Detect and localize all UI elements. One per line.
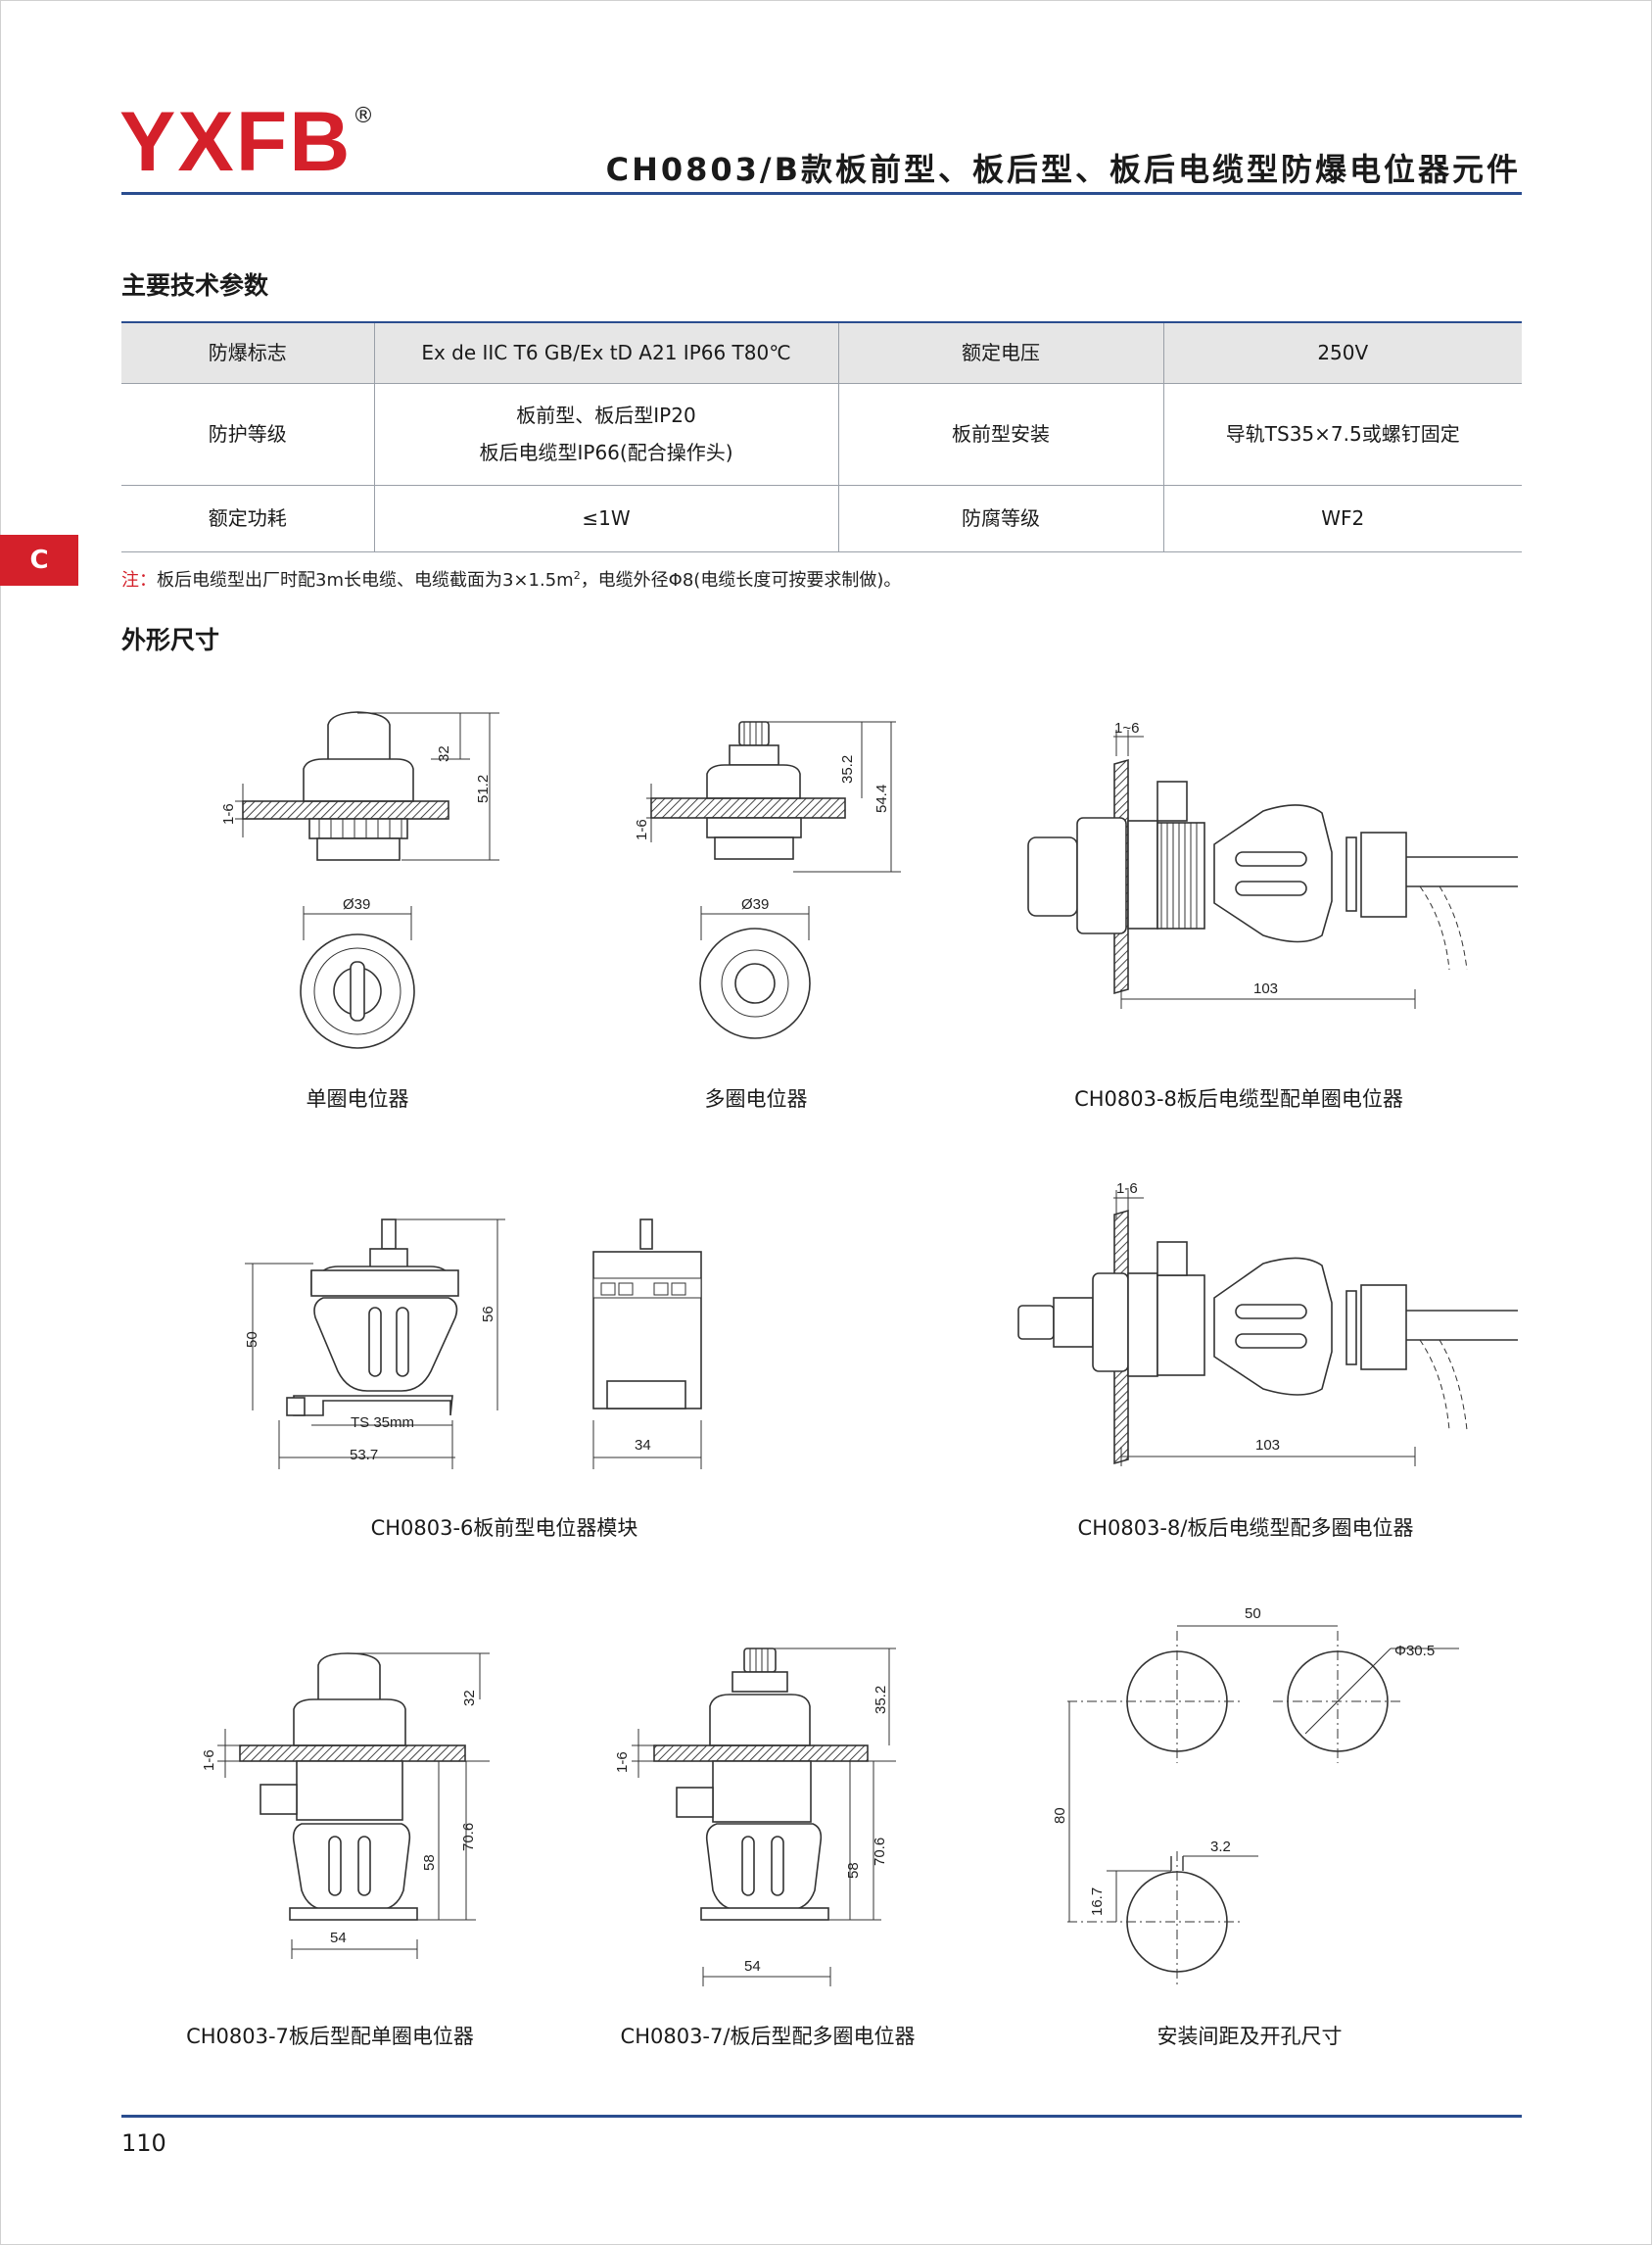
dim-label: 35.2 [873,1686,889,1714]
dim-label: Ø39 [741,896,769,913]
dim-label: 1-6 [1116,1180,1138,1197]
figure-caption: 安装间距及开孔尺寸 [1156,2025,1343,2048]
header-rule [121,192,1522,195]
dim-label: 54.4 [873,785,890,813]
figure-caption: 多圈电位器 [704,1087,808,1111]
table-cell-line: 板前型、板后型IP20 [516,404,696,427]
page-number: 110 [121,2129,166,2157]
brand-logo: YXFB [119,95,353,189]
figure-caption: CH0803-7/板后型配多圈电位器 [620,2025,916,2048]
rear-cable-multi-drawing [1017,1190,1518,1466]
dim-label: 3.2 [1210,1839,1231,1855]
note-text: 板后电缆型出厂时配3m长电缆、电缆截面为3×1.5m [157,570,574,591]
table-cell: 导轨TS35×7.5或螺钉固定 [1162,383,1522,485]
dim-label: 1-6 [201,1749,217,1771]
table-cell: 防护等级 [208,422,287,446]
rear-single-drawing [217,1652,490,1959]
table-cell-line: 板后电缆型IP66(配合操作头) [479,441,733,464]
dim-label: 32 [436,745,452,762]
dim-label: 58 [845,1862,862,1879]
single-turn-drawing [235,711,499,1049]
dim-label: 1-6 [220,803,237,825]
table-cell: 板前型、板后型IP20 板后电缆型IP66(配合操作头) [373,383,838,485]
dim-label: 80 [1052,1807,1068,1824]
table-row: 额定功耗 ≤1W 防腐等级 WF2 [121,485,1522,551]
dim-label: 103 [1253,980,1278,997]
table-cell: 板前型安装 [837,383,1163,485]
spec-table: 防爆标志 Ex de IIC T6 GB/Ex tD A21 IP66 T80℃… [121,321,1522,552]
dim-label: 51.2 [475,775,492,803]
table-row: 防护等级 板前型、板后型IP20 板后电缆型IP66(配合操作头) 板前型安装 … [121,383,1522,485]
figure-caption: 单圈电位器 [306,1087,409,1111]
dim-label: TS 35mm [351,1414,414,1431]
page-title: CH0803/B款板前型、板后型、板后电缆型防爆电位器元件 [605,151,1521,188]
dim-label: 54 [744,1958,761,1975]
dim-label: 56 [480,1306,496,1322]
table-note: 注：板后电缆型出厂时配3m长电缆、电缆截面为3×1.5m2，电缆外径Φ8(电缆长… [121,566,901,592]
dim-label: Φ30.5 [1394,1643,1435,1659]
table-cell: 250V [1162,322,1522,383]
table-cell: 防腐等级 [837,485,1163,551]
rear-multi-drawing [632,1648,896,1986]
dim-label: 1-6 [634,819,650,840]
dim-label: 16.7 [1089,1887,1106,1916]
spec-heading: 主要技术参数 [121,271,269,300]
figure-caption: CH0803-6板前型电位器模块 [370,1516,638,1540]
dim-label: 1~6 [1114,720,1139,737]
dim-label: 1-6 [614,1751,631,1773]
table-cell: WF2 [1162,485,1522,551]
dim-label: Ø39 [343,896,370,913]
registered-mark: ® [353,104,374,128]
table-cell: 额定功耗 [208,506,287,530]
note-text-2: ，电缆外径Φ8(电缆长度可按要求制做)。 [580,570,902,591]
table-cell: ≤1W [373,485,838,551]
front-module-drawing [245,1218,702,1469]
figure-caption: CH0803-8板后电缆型配单圈电位器 [1074,1087,1403,1111]
dim-label: 32 [461,1690,478,1706]
footer-rule [121,2115,1522,2118]
dim-label: 34 [635,1437,651,1454]
table-cell: 额定电压 [837,322,1163,383]
figure-caption: CH0803-8/板后电缆型配多圈电位器 [1077,1516,1414,1540]
table-row: 防爆标志 Ex de IIC T6 GB/Ex tD A21 IP66 T80℃… [121,322,1522,383]
mounting-holes-drawing [1067,1625,1459,1988]
figure-caption: CH0803-7板后型配单圈电位器 [186,2025,474,2048]
rear-cable-single-drawing [1027,730,1518,1009]
dim-label: 50 [244,1331,260,1348]
note-mark: 注： [121,570,157,591]
dim-label: 50 [1245,1605,1261,1622]
dim-label: 35.2 [839,755,856,784]
note-sup: 2 [573,569,581,582]
dim-label: 54 [330,1930,347,1946]
dimension-labels: 32 51.2 1-6 Ø39 35.2 54.4 1-6 Ø39 1~6 10… [201,720,1435,1975]
dim-label: 53.7 [350,1447,378,1463]
dimension-heading: 外形尺寸 [121,626,220,654]
dim-label: 58 [421,1854,438,1871]
section-tab-c: C [0,535,78,586]
table-cell: Ex de IIC T6 GB/Ex tD A21 IP66 T80℃ [373,322,838,383]
dim-label: 70.6 [872,1838,888,1866]
table-cell: 防爆标志 [208,341,287,365]
dim-label: 103 [1255,1437,1280,1454]
dim-label: 70.6 [460,1823,477,1851]
multi-turn-drawing [646,721,901,1039]
